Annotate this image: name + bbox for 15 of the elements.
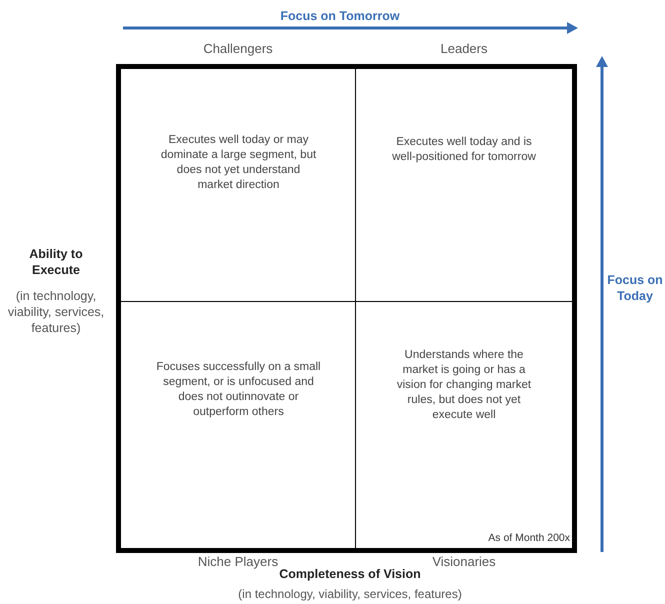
quadrant-description: Focuses successfully on a small segment, or is unfocused and does not outinnovate or outperform others	[156, 360, 321, 420]
quadrant-heading: Niche Players	[196, 554, 280, 570]
quadrant-heading: Leaders	[440, 41, 488, 57]
axis-title: Ability to Execute	[28, 246, 84, 278]
axis-note: (in technology, viability, services, features)	[6, 288, 106, 336]
date-note: As of Month 200x	[487, 531, 570, 546]
quadrant-heading: Challengers	[202, 41, 274, 57]
quadrant-description: Executes well today or may dominate a large segment, but does not yet understand market direction	[160, 133, 318, 193]
axis-note: (in technology, viability, services, features)	[237, 586, 463, 602]
quadrant-heading: Visionaries	[431, 554, 497, 570]
axis-title: Focus on Today	[606, 272, 664, 304]
quadrant-description: Understands where the market is going or has a vision for changing market rules, but does not yet execute well	[396, 348, 532, 423]
axis-title: Completeness of Vision	[278, 566, 422, 582]
quadrant-description: Executes well today and is well-positioned for tomorrow	[391, 135, 537, 165]
axis-title: Focus on Tomorrow	[279, 8, 401, 24]
